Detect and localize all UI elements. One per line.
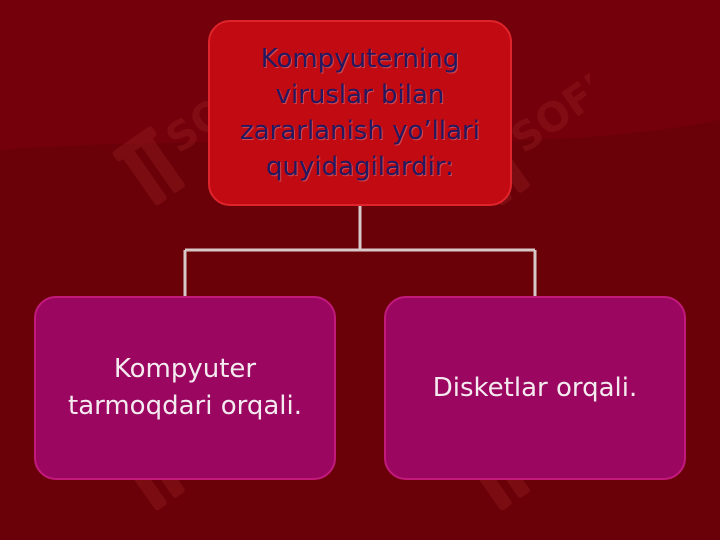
child-node-text: Disketlar orqali. (433, 370, 638, 407)
child-line: tarmoqdari orqali. (68, 391, 302, 421)
root-line: quyidagilardir: (266, 152, 454, 182)
root-line: zararlanish yo’llari (240, 116, 480, 146)
root-line: viruslar bilan (275, 80, 445, 110)
watermark-logo: SOFF (112, 58, 245, 205)
root-node: Kompyuterning viruslar bilan zararlanish… (208, 20, 512, 206)
root-line: Kompyuterning (260, 44, 460, 74)
child-node-diskettes: Disketlar orqali. (384, 296, 686, 480)
child-node-text: Kompyuter tarmoqdari orqali. (68, 351, 302, 425)
child-node-network: Kompyuter tarmoqdari orqali. (34, 296, 336, 480)
child-line: Disketlar orqali. (432, 372, 638, 403)
root-node-text: Kompyuterning viruslar bilan zararlanish… (240, 41, 480, 185)
child-line: Kompyuter (113, 354, 257, 384)
